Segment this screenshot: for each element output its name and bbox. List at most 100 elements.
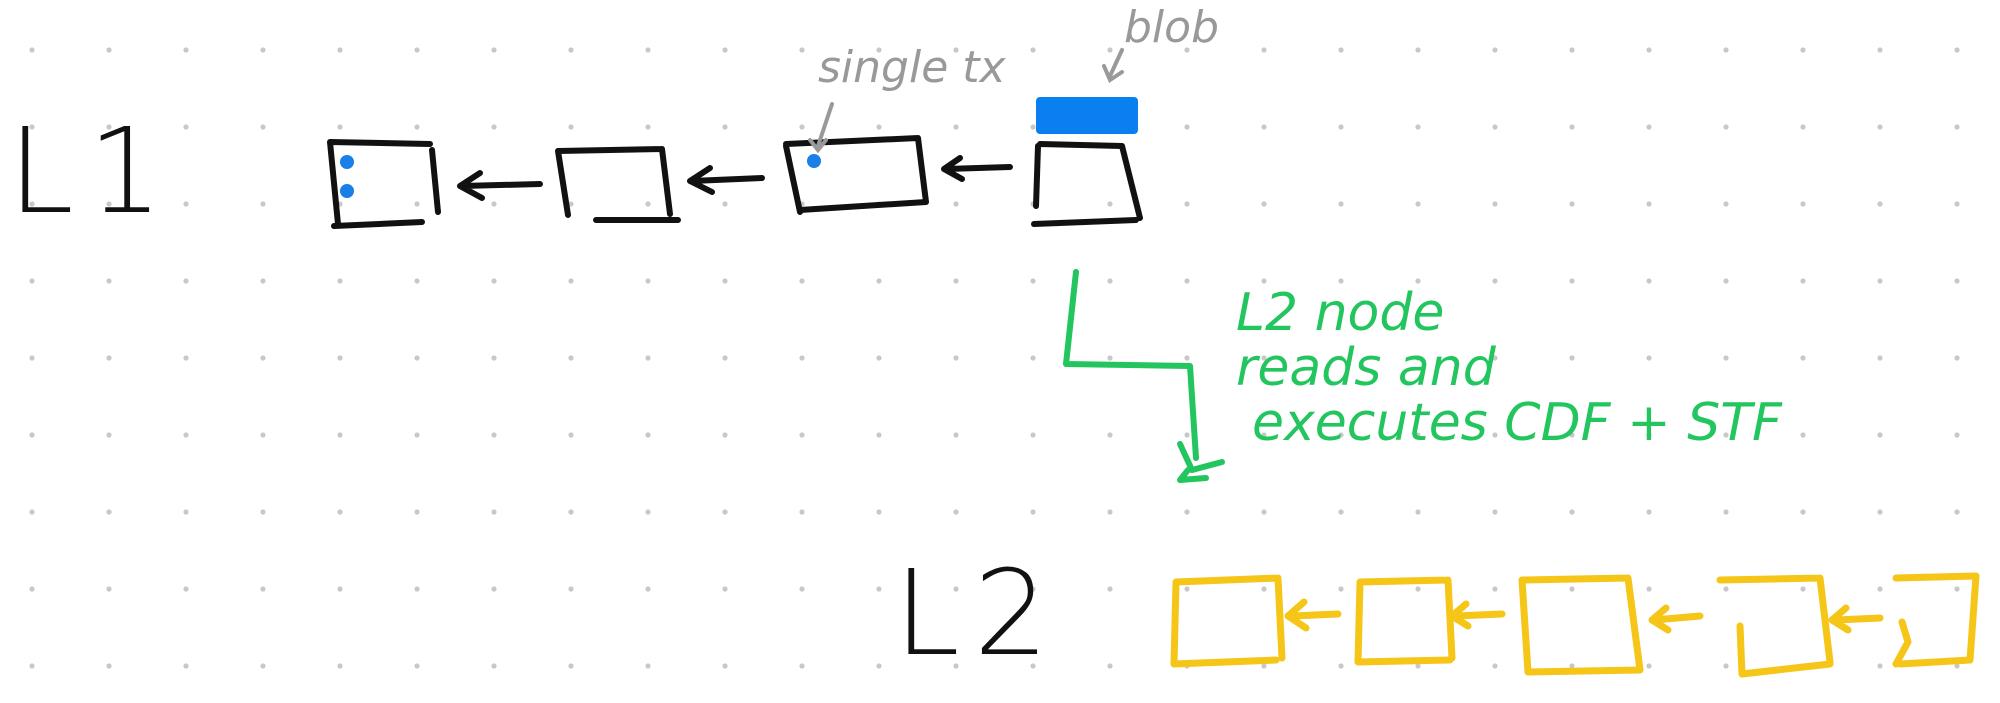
grid-dot xyxy=(1415,201,1421,207)
grid-dot xyxy=(1261,432,1267,438)
grid-dot xyxy=(1184,355,1190,361)
grid-dot xyxy=(876,663,882,669)
grid-dot xyxy=(1877,278,1883,284)
grid-dot xyxy=(1954,355,1960,361)
left-arrow-icon xyxy=(457,170,543,201)
grid-dot xyxy=(260,124,266,130)
grid-dot xyxy=(183,586,189,592)
grid-dot xyxy=(722,355,728,361)
grid-dot xyxy=(568,355,574,361)
grid-dot xyxy=(1723,432,1729,438)
l2-block-2 xyxy=(1354,576,1456,666)
grid-dot xyxy=(876,432,882,438)
grid-dot xyxy=(722,586,728,592)
grid-dot xyxy=(568,278,574,284)
grid-dot xyxy=(1954,509,1960,515)
grid-dot xyxy=(1184,278,1190,284)
grid-dot xyxy=(1492,663,1498,669)
grid-dot xyxy=(799,432,805,438)
grid-dot xyxy=(1646,586,1652,592)
grid-dot xyxy=(645,278,651,284)
grid-dot xyxy=(1569,432,1575,438)
grid-dot xyxy=(568,432,574,438)
grid-dot xyxy=(1877,47,1883,53)
grid-dot xyxy=(1646,663,1652,669)
grid-dot xyxy=(29,278,35,284)
grid-dot xyxy=(1415,509,1421,515)
blob-bar xyxy=(1036,97,1138,134)
grid-dot xyxy=(1569,278,1575,284)
grid-dot xyxy=(1030,586,1036,592)
grid-dot xyxy=(1877,432,1883,438)
grid-dot xyxy=(799,355,805,361)
grid-dot xyxy=(1954,278,1960,284)
grid-dot xyxy=(1107,201,1113,207)
grid-dot xyxy=(1107,663,1113,669)
grid-dot xyxy=(1800,509,1806,515)
grid-dot xyxy=(106,278,112,284)
grid-dot xyxy=(1800,124,1806,130)
grid-dot xyxy=(337,509,343,515)
grid-dot xyxy=(1261,124,1267,130)
grid-dot xyxy=(491,47,497,53)
l2-label: L2 xyxy=(894,544,1063,682)
grid-dot xyxy=(1030,47,1036,53)
grid-dot xyxy=(876,355,882,361)
grid-dot xyxy=(1954,124,1960,130)
grid-dot xyxy=(722,432,728,438)
grid-dot xyxy=(1646,432,1652,438)
grid-dot xyxy=(29,663,35,669)
grid-dot xyxy=(1877,663,1883,669)
grid-dot xyxy=(337,47,343,53)
grid-dot xyxy=(491,201,497,207)
grid-dot xyxy=(645,355,651,361)
grid-dot xyxy=(1184,124,1190,130)
grid-dot xyxy=(1261,201,1267,207)
grid-dot xyxy=(722,124,728,130)
grid-dot xyxy=(183,663,189,669)
grid-dot xyxy=(1261,509,1267,515)
grid-dot xyxy=(183,201,189,207)
l1-block-1 xyxy=(327,139,441,229)
grid-dot xyxy=(1415,586,1421,592)
grid-dot xyxy=(1338,201,1344,207)
grid-dot xyxy=(1107,509,1113,515)
single-tx-pointer-icon xyxy=(808,102,834,154)
l2-block-1 xyxy=(1170,574,1286,668)
grid-dot xyxy=(1877,355,1883,361)
grid-dot xyxy=(106,586,112,592)
grid-dot xyxy=(1107,586,1113,592)
grid-dot xyxy=(1492,586,1498,592)
grid-dot xyxy=(1030,509,1036,515)
grid-dot xyxy=(491,278,497,284)
grid-dot xyxy=(1492,47,1498,53)
grid-dot xyxy=(953,586,959,592)
l1-block-2 xyxy=(555,146,681,223)
blob-pointer-icon xyxy=(1102,48,1124,83)
grid-dot xyxy=(106,124,112,130)
grid-dot xyxy=(1030,432,1036,438)
grid-dot xyxy=(1723,124,1729,130)
grid-dot xyxy=(260,278,266,284)
grid-dot xyxy=(1569,509,1575,515)
l1-chain xyxy=(327,97,1143,229)
grid-dot xyxy=(1415,355,1421,361)
blob-label: blob xyxy=(1124,2,1219,53)
grid-dot xyxy=(568,663,574,669)
grid-dot xyxy=(106,47,112,53)
grid-dot xyxy=(1184,586,1190,592)
grid-dot xyxy=(1954,201,1960,207)
grid-dot xyxy=(1415,432,1421,438)
grid-dot xyxy=(722,278,728,284)
grid-dot xyxy=(876,586,882,592)
grid-dot xyxy=(414,432,420,438)
grid-dot xyxy=(106,509,112,515)
grid-dot xyxy=(29,432,35,438)
grid-dot xyxy=(1954,586,1960,592)
grid-dot xyxy=(1877,201,1883,207)
l1-block-4 xyxy=(1031,141,1143,227)
grid-dot xyxy=(1569,47,1575,53)
grid-dot xyxy=(1954,663,1960,669)
grid-dot xyxy=(1492,509,1498,515)
grid-dot xyxy=(1800,278,1806,284)
